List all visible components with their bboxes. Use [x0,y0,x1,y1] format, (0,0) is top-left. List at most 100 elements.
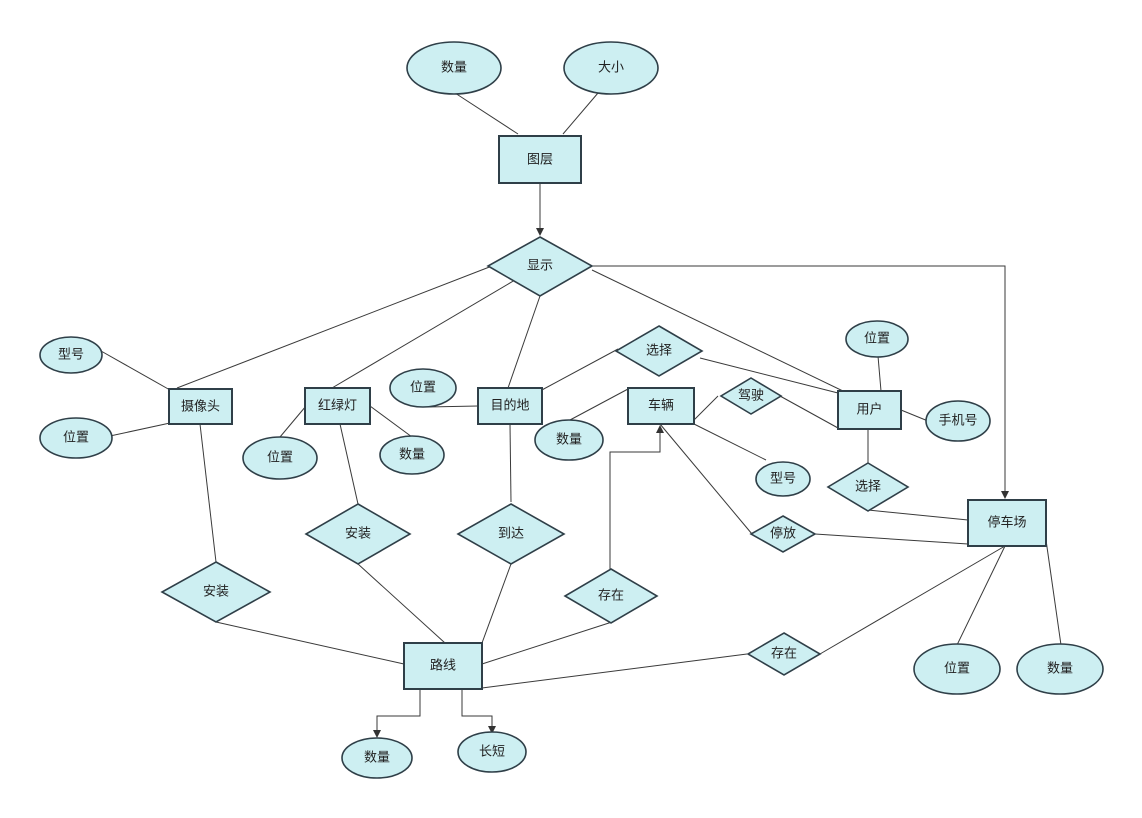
edge-layer-count [454,92,519,135]
attribute-lot-position[interactable]: 位置 [913,643,1001,695]
edge-layer-size [562,92,599,135]
attribute-user-phone[interactable]: 手机号 [925,400,991,442]
relationship-select-destination-label: 选择 [646,344,672,359]
relationship-install-camera[interactable]: 安装 [160,561,272,623]
attribute-lot-position-label: 位置 [944,662,970,677]
attribute-camera-model[interactable]: 型号 [39,336,103,374]
edge-install-road [215,621,405,665]
relationship-display[interactable]: 显示 [486,236,594,297]
relationship-arrive-label: 到达 [498,527,524,542]
attribute-vehicle-count[interactable]: 数量 [534,419,604,461]
relationship-park-label: 停放 [770,526,796,542]
edge-display-light [331,279,516,389]
attribute-light-position-label: 位置 [267,451,293,466]
entity-parking-lot[interactable]: 停车场 [967,499,1047,547]
edge-light-install [339,423,359,505]
edge-road-length [461,689,496,734]
relationship-exist-lot-label: 存在 [771,647,797,662]
relationship-select-destination[interactable]: 选择 [614,325,704,377]
relationship-exist-vehicle-label: 存在 [598,589,624,604]
entity-destination[interactable]: 目的地 [477,387,543,425]
relationship-arrive[interactable]: 到达 [456,503,566,565]
entity-destination-label: 目的地 [490,398,529,414]
attribute-road-length-label: 长短 [479,745,505,760]
attribute-layer-size[interactable]: 大小 [563,41,659,95]
edge-user-phone [900,409,929,422]
attribute-camera-position-label: 位置 [63,431,89,446]
edge-lot-exist [819,545,1006,655]
edge-user-position [877,355,882,392]
entity-user-label: 用户 [856,402,882,418]
edge-camera-model [100,350,171,391]
entity-parking-lot-label: 停车场 [987,515,1026,531]
edge-dest-select [539,348,619,392]
attribute-layer-count[interactable]: 数量 [406,41,502,95]
edge-dest-position [426,405,479,408]
edge-select-user [699,357,839,394]
edge-light-position [279,405,307,438]
edges [100,92,1062,738]
attribute-light-count-label: 数量 [399,448,425,463]
attribute-layer-count-label: 数量 [441,61,467,76]
attribute-vehicle-model[interactable]: 型号 [755,461,811,497]
entity-road[interactable]: 路线 [403,642,483,690]
edge-lot-count [1045,539,1062,646]
attribute-camera-position[interactable]: 位置 [39,417,113,459]
edge-road-exist-lot [481,653,748,689]
edge-drive-user [779,395,839,429]
entity-user[interactable]: 用户 [837,390,902,430]
edge-vehicle-count [569,388,629,421]
attribute-light-count[interactable]: 数量 [379,435,445,475]
attribute-camera-model-label: 型号 [58,348,84,363]
attribute-layer-size-label: 大小 [598,61,624,76]
edge-install2-road [357,563,446,644]
attribute-destination-position[interactable]: 位置 [389,368,457,408]
relationship-park[interactable]: 停放 [749,515,817,553]
edge-camera-position [109,422,171,437]
relationship-select-lot[interactable]: 选择 [826,462,910,512]
entity-camera-label: 摄像头 [181,400,220,415]
edge-select-lot [867,509,969,521]
relationship-display-label: 显示 [527,259,553,274]
relationship-install-light-label: 安装 [345,527,371,542]
edge-lot-position [956,545,1006,646]
attribute-light-position[interactable]: 位置 [242,436,318,480]
attribute-destination-position-label: 位置 [410,381,436,396]
edge-display-parkinglot [592,265,1009,499]
entity-vehicle-label: 车辆 [648,398,674,414]
attribute-user-position[interactable]: 位置 [845,320,909,358]
edge-exist-vehicle [609,425,664,570]
edge-road-count [373,689,421,738]
attribute-vehicle-count-label: 数量 [556,433,582,448]
relationship-drive-label: 驾驶 [738,389,764,404]
entity-vehicle[interactable]: 车辆 [627,387,695,425]
edge-exist-road [481,621,613,665]
edge-vehicle-model [693,423,767,461]
entity-traffic-light[interactable]: 红绿灯 [304,387,371,425]
edge-display-camera [176,265,493,389]
entity-layer[interactable]: 图层 [498,135,582,184]
edge-park-vehicle [659,423,753,535]
edge-display-user [591,269,846,393]
entity-road-label: 路线 [430,658,456,674]
attribute-vehicle-model-label: 型号 [770,472,796,487]
attribute-lot-count-label: 数量 [1047,662,1073,677]
edge-arrive-road [481,563,512,644]
attribute-user-position-label: 位置 [864,332,890,347]
entity-layer-label: 图层 [527,153,553,168]
attribute-road-length[interactable]: 长短 [457,731,527,773]
entity-traffic-light-label: 红绿灯 [318,398,357,414]
relationship-exist-lot[interactable]: 存在 [746,632,822,676]
edge-display-destination [507,295,541,389]
relationship-install-light[interactable]: 安装 [304,503,412,565]
relationship-drive[interactable]: 驾驶 [719,377,783,415]
attribute-user-phone-label: 手机号 [938,414,977,429]
relationship-exist-vehicle[interactable]: 存在 [563,568,659,624]
attribute-lot-count[interactable]: 数量 [1016,643,1104,695]
entity-camera[interactable]: 摄像头 [168,388,233,425]
edge-light-count [369,405,413,438]
edge-vehicle-drive [693,395,719,421]
attribute-road-count[interactable]: 数量 [341,737,413,779]
edge-park-lot [814,533,969,545]
